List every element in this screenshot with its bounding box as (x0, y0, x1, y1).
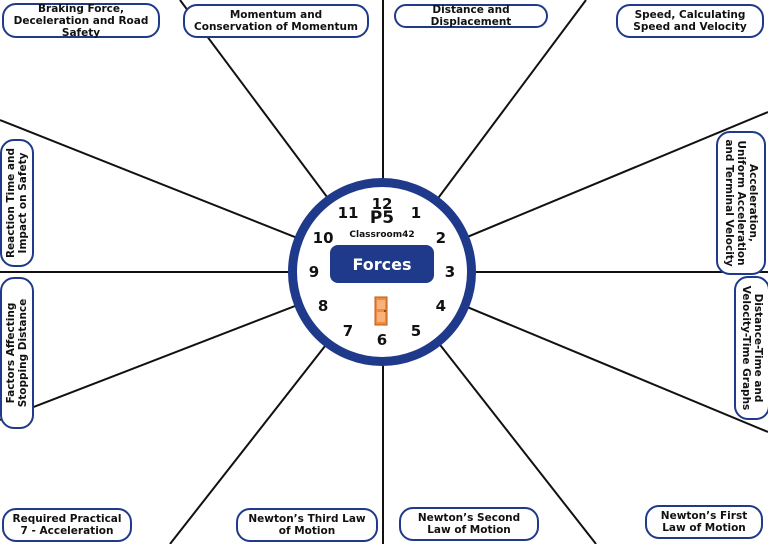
clock-number-3: 3 (444, 263, 456, 281)
topic-required-practical[interactable]: Required Practical 7 - Acceleration (2, 508, 132, 542)
topic-title-button[interactable]: Forces (330, 245, 434, 283)
topic-distance-displacement[interactable]: Distance and Displacement (394, 4, 548, 28)
clock-number-4: 4 (435, 297, 447, 315)
topic-acceleration[interactable]: Acceleration, Uniform Acceleration and T… (716, 131, 766, 275)
clock-number-12: 12 (371, 195, 393, 213)
clock-number-5: 5 (410, 321, 422, 340)
clock-code: P5 (369, 208, 395, 228)
clock-number-2: 2 (435, 229, 447, 247)
clock-number-10: 10 (312, 229, 334, 247)
clock-number-11: 11 (337, 204, 359, 223)
topic-newtons-first-law[interactable]: Newton’s First Law of Motion (645, 505, 763, 539)
topic-newtons-third-law[interactable]: Newton’s Third Law of Motion (236, 508, 378, 542)
topic-newtons-second-law[interactable]: Newton’s Second Law of Motion (399, 507, 539, 541)
topic-motion-graphs[interactable]: Distance-Time and Velocity-Time Graphs (734, 276, 768, 420)
clock-face (288, 178, 476, 366)
topic-momentum[interactable]: Momentum and Conservation of Momentum (183, 4, 369, 38)
topic-reaction-time[interactable]: Reaction Time and Impact on Safety (0, 139, 34, 267)
topic-stopping-distance[interactable]: Factors Affecting Stopping Distance (0, 277, 34, 429)
clock-number-8: 8 (317, 297, 329, 315)
topic-braking-force[interactable]: Braking Force, Deceleration and Road Saf… (2, 3, 160, 39)
brand-label: Classroom42 (349, 230, 415, 240)
topic-speed-velocity[interactable]: Speed, Calculating Speed and Velocity (616, 4, 764, 38)
clock-number-1: 1 (410, 204, 422, 223)
clock-number-7: 7 (342, 321, 354, 340)
clock-number-9: 9 (308, 263, 320, 281)
door-icon (374, 296, 388, 326)
clock-number-6: 6 (376, 331, 388, 349)
